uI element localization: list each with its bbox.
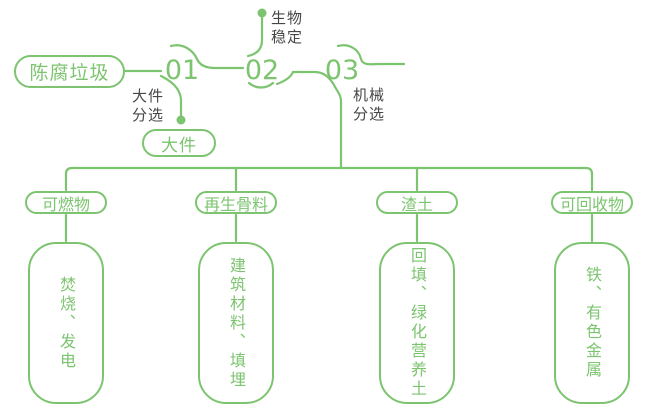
bulky-output-node: 大件 — [142, 129, 216, 157]
category-recyclables: 可回收物 — [551, 191, 633, 214]
result-text-recycled-aggregate: 建筑材料、填埋 — [227, 256, 246, 390]
source-node: 陈腐垃圾 — [14, 55, 125, 88]
step3-label: 机械 分选 — [353, 86, 386, 123]
line-step2-to-step3-drop — [275, 70, 343, 170]
category-recycled-aggregate: 再生骨料 — [195, 191, 277, 214]
result-text-slag-soil: 回填、绿化营养土 — [408, 247, 427, 399]
step3-number: 03 — [324, 55, 360, 86]
result-box-recyclables: 铁、有色金属 — [554, 242, 630, 404]
dot-bulky — [176, 115, 186, 125]
line-step2-stem-up — [246, 12, 264, 58]
result-text-combustibles: 焚烧、发电 — [57, 275, 76, 371]
category-combustibles: 可燃物 — [25, 191, 107, 214]
step1-number: 01 — [164, 55, 200, 86]
swoosh-step3-top-exit — [336, 44, 406, 66]
dot-bio-stable — [257, 8, 267, 18]
distribution-bus — [64, 166, 594, 192]
swoosh-step1-top — [169, 44, 245, 70]
category-slag-soil: 渣土 — [376, 191, 458, 214]
swoosh-step2-bottom — [247, 81, 275, 89]
step2-label: 生物 稳定 — [271, 9, 304, 46]
result-text-recyclables: 铁、有色金属 — [583, 266, 602, 380]
result-box-combustibles: 焚烧、发电 — [28, 242, 104, 404]
result-box-slag-soil: 回填、绿化营养土 — [379, 242, 455, 404]
result-box-recycled-aggregate: 建筑材料、填埋 — [198, 242, 274, 404]
line-step1-drop-bulky — [159, 74, 183, 118]
step2-number: 02 — [244, 55, 280, 86]
step1-label: 大件 分选 — [132, 87, 165, 124]
